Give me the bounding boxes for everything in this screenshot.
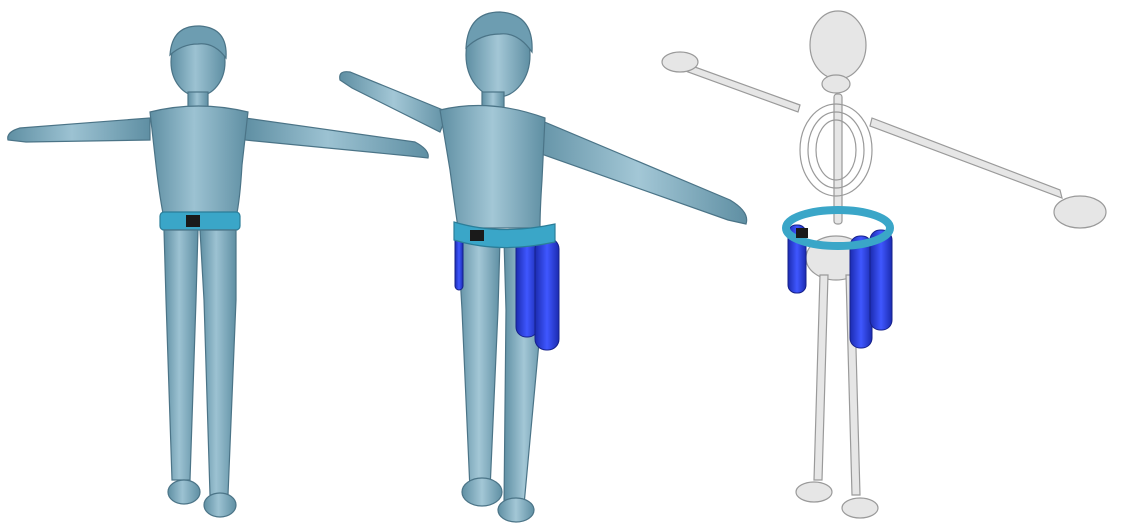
skeleton-with-device [650,0,1132,526]
skeleton-drawing [650,0,1132,526]
